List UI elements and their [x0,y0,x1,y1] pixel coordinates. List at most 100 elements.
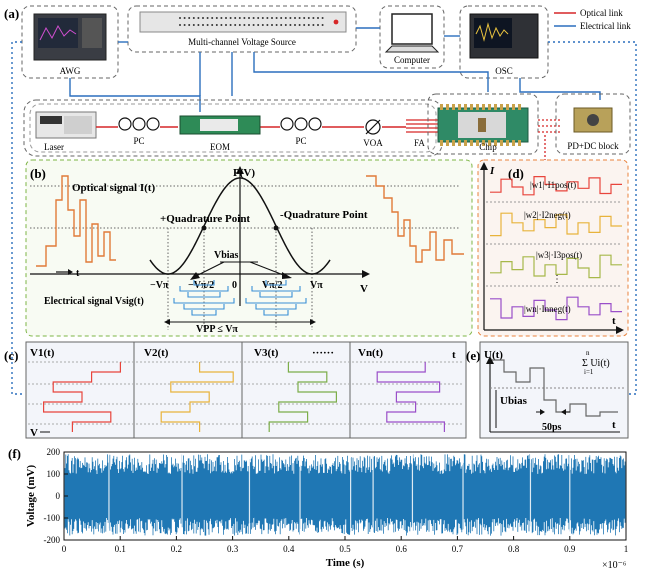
transfer-curve [149,177,331,275]
computer-label: Computer [394,55,430,65]
panel-f-xtick: 0.1 [115,544,126,554]
pc1-icon [118,117,160,131]
panel-f-ytick: 100 [47,469,61,479]
panel-f-xtick: 0.2 [171,544,182,554]
fa-label: FA [414,138,425,148]
computer-device: Computer [379,5,445,69]
panel-d-t-label: t [612,315,616,327]
panel-f-xtick: 0 [62,544,67,554]
link-legend: Optical link Electrical link [554,8,631,31]
panel-c-vn: Vn(t) [358,347,383,359]
panel-b-label: (b) [30,166,46,181]
awg-label: AWG [60,66,81,76]
panel-e-sum-top: n [586,349,590,357]
chip-label: Chip [479,142,497,152]
pc2-label: PC [295,136,306,146]
panel-d-frame [477,159,629,337]
panel-f-xlabel: Time (s) [326,557,365,569]
panel-c-v3: V3(t) [254,347,279,359]
electrical-signal-stack [173,280,307,316]
fa-fibers: FA [406,119,438,148]
eom-device: EOM [179,115,261,152]
panel-f-xtick: 0.9 [564,544,576,554]
panel-e-frame [479,341,629,439]
panel-c-dots: ······ [312,347,334,359]
tick-vpi: Vπ [310,280,323,291]
panel-f-xtick: 0.8 [508,544,520,554]
legend-electrical: Electrical link [580,21,631,31]
voa-icon: VOA [363,119,383,148]
voltage-source-label: Multi-channel Voltage Source [188,37,296,47]
panel-f-xtick: 0.4 [283,544,295,554]
minus-quadrature-point [273,225,279,231]
panel-f-xtick: 1 [624,544,629,554]
osc-device: OSC [459,5,549,79]
panel-f-label: (f) [8,446,21,461]
panel-d-row-dots: ⋮ [552,274,562,285]
panel-b-pv-label: P(V) [233,167,255,179]
panel-f-xtick: 0.6 [396,544,408,554]
awg-device: AWG [21,5,119,79]
panel-e-50ps: 50ps [542,422,562,433]
electrical-links [69,27,601,112]
panel-e-waveform [492,359,618,417]
panel-f-ytick: -200 [44,535,61,545]
voltage-source-device: Multi-channel Voltage Source [127,5,357,53]
optical-signal-right [366,175,464,263]
laser-device: Laser [35,111,97,152]
tick-neg-vpi: −Vπ [150,280,169,291]
panel-d-row-n: |wn|·Inneg(t) [524,304,571,314]
pd-dc-device: PD+DC block [555,93,631,155]
pc2-icon [280,117,322,131]
panel-b-t-label: t [76,268,80,279]
panel-d-label: (d) [508,166,524,181]
optical-signal-left [36,175,116,267]
panel-f-xtick: 0.7 [452,544,464,554]
pd-dc-label: PD+DC block [567,141,619,151]
panel-a-label: (a) [4,6,19,21]
panel-c-v2: V2(t) [144,347,169,359]
panel-c-v1: V1(t) [30,347,55,359]
panel-f-ytick: 0 [56,491,61,501]
panel-f-ylabel: Voltage (mV) [25,465,37,528]
plus-quadrature-point [201,225,207,231]
minus-quad-label: -Quadrature Point [280,209,368,221]
panel-e-ubias: Ubias [500,395,528,407]
panel-d-row-2: |w2|·I2neg(t) [524,210,571,220]
panel-c-label: (c) [4,348,18,363]
vpp-label: VPP ≤ Vπ [196,324,238,335]
panel-f-xtick: 0.5 [339,544,351,554]
panel-f-exponent: ×10⁻⁶ [602,560,627,571]
panel-f-trace [64,454,626,538]
optical-signal-label: Optical signal I(t) [72,182,155,194]
vbias-label: Vbias [214,250,239,261]
pc1-label: PC [133,136,144,146]
panel-d-i-label: I [489,165,495,177]
dotted-feedback-links [11,41,637,395]
panel-e-label: (e) [466,348,480,363]
voa-label: VOA [363,138,383,148]
eom-label: EOM [210,142,230,152]
panel-e-sum: Σ Ui(t) [582,358,610,369]
panel-b-v-label: V [360,283,368,295]
tick-zero: 0 [232,280,237,291]
plus-quad-label: +Quadrature Point [160,213,250,225]
panel-d-row-3: |w3|·I3pos(t) [536,250,582,260]
chip-device: Chip [427,93,539,155]
panel-b-frame [25,159,473,337]
panel-f-xtick: 0.3 [227,544,239,554]
panel-f-ytick: 200 [47,447,61,457]
panel-e-t-label: t [612,419,616,431]
panel-e-sum-bottom: i=1 [584,368,594,376]
osc-label: OSC [495,66,513,76]
panel-c-t-label: t [452,349,456,361]
panel-c-v-label: V [30,427,38,439]
panel-f-ytick: -100 [44,513,61,523]
electrical-signal-label: Electrical signal Vsig(t) [44,296,144,307]
chip-to-pd-fibers [538,119,560,160]
laser-label: Laser [44,142,64,152]
legend-optical: Optical link [580,8,623,18]
panel-d-row-1: |w1|·I1pos(t) [530,180,576,190]
panel-e-u-label: U(t) [484,349,503,361]
